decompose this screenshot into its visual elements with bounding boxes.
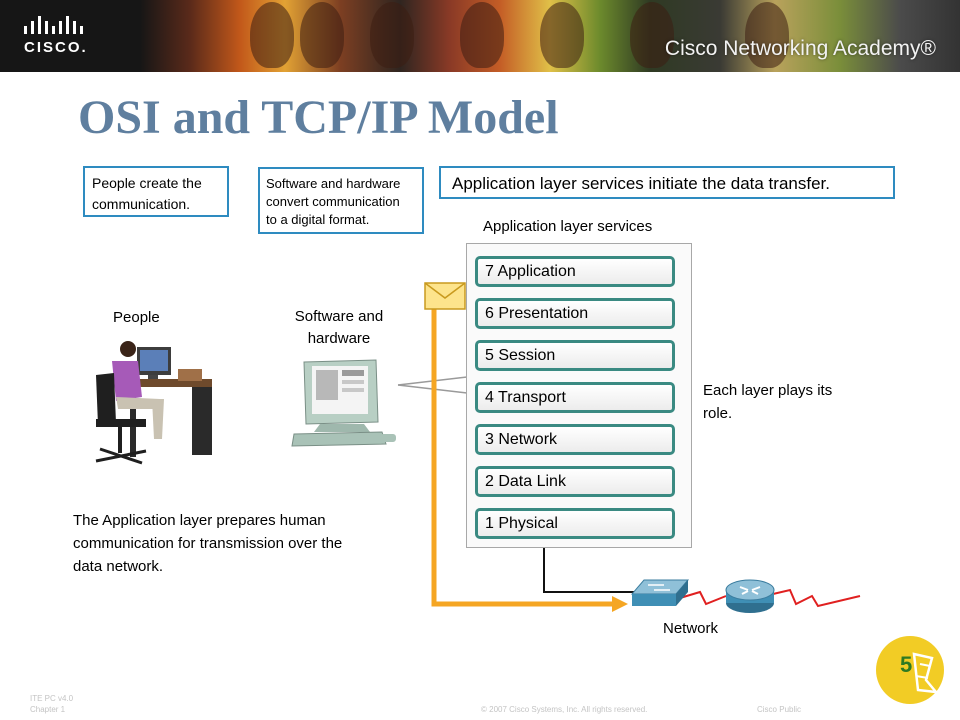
layer-session: 5 Session xyxy=(475,340,675,371)
banner-photo-person xyxy=(250,2,294,68)
application-description: The Application layer prepares human com… xyxy=(73,509,342,578)
label-line: Software and xyxy=(294,308,384,325)
people-label: People xyxy=(113,309,160,326)
layer-physical: 1 Physical xyxy=(475,508,675,539)
description-line: data network. xyxy=(73,558,164,575)
software-hardware-label: Software and hardware xyxy=(287,306,391,350)
banner-photo-person xyxy=(300,2,344,68)
osi-layer-stack: 7 Application 6 Presentation 5 Session 4… xyxy=(466,243,692,548)
cisco-wordmark: CISCO. xyxy=(24,39,88,56)
banner-photo-person xyxy=(745,2,789,68)
network-link xyxy=(772,588,861,608)
chapter-label: Chapter 1 xyxy=(30,705,66,714)
app-services-label: Application layer services xyxy=(483,218,653,235)
description-line: communication for transmission over the xyxy=(73,535,343,552)
network-link xyxy=(679,590,727,606)
slide-title: OSI and TCP/IP Model xyxy=(78,91,559,144)
person-at-desk-icon xyxy=(95,341,212,465)
layer-presentation: 6 Presentation xyxy=(475,298,675,329)
software-callout: Software and hardware convert communicat… xyxy=(258,167,424,234)
layer-data-link: 2 Data Link xyxy=(475,466,675,497)
page-number: 5 xyxy=(900,652,913,677)
layer-network: 3 Network xyxy=(475,424,675,455)
copyright-label: © 2007 Cisco Systems, Inc. All rights re… xyxy=(481,705,648,714)
people-callout: People create the communication. xyxy=(83,166,229,217)
callout-line: communication. xyxy=(92,196,191,212)
callout-line: to a digital format. xyxy=(266,212,370,227)
label-line: hardware xyxy=(307,330,371,347)
course-label: ITE PC v4.0 xyxy=(30,694,74,703)
network-label: Network xyxy=(663,620,719,637)
callout-line: Software and hardware xyxy=(266,176,401,191)
header-banner: CISCO. Cisco Networking Academy® xyxy=(0,0,960,72)
layer-application: 7 Application xyxy=(475,256,675,287)
data-path-line xyxy=(431,300,612,607)
callout-line: convert communication xyxy=(266,194,400,209)
computer-icon xyxy=(291,359,396,447)
page-badge xyxy=(876,636,944,704)
note-line: Each layer plays its xyxy=(703,382,833,399)
banner-photo-person xyxy=(540,2,584,68)
banner-photo-person xyxy=(460,2,504,68)
layer-transport: 4 Transport xyxy=(475,382,675,413)
cisco-bridge-icon xyxy=(24,16,83,34)
stack-to-switch-cable xyxy=(543,548,640,593)
banner-photo-person xyxy=(370,2,414,68)
application-callout: Application layer services initiate the … xyxy=(439,166,895,199)
envelope-icon xyxy=(424,282,466,310)
note-line: role. xyxy=(703,405,733,422)
router-icon xyxy=(725,579,775,613)
each-layer-note: Each layer plays its role. xyxy=(703,379,832,425)
data-path-arrowhead xyxy=(612,596,628,612)
academy-badge-icon xyxy=(912,652,939,694)
description-line: The Application layer prepares human xyxy=(73,512,326,529)
switch-icon xyxy=(630,579,690,606)
callout-line: People create the xyxy=(92,175,202,191)
banner-photo-person xyxy=(630,2,674,68)
academy-label: Cisco Networking Academy® xyxy=(664,37,936,60)
classification-label: Cisco Public xyxy=(757,705,802,714)
